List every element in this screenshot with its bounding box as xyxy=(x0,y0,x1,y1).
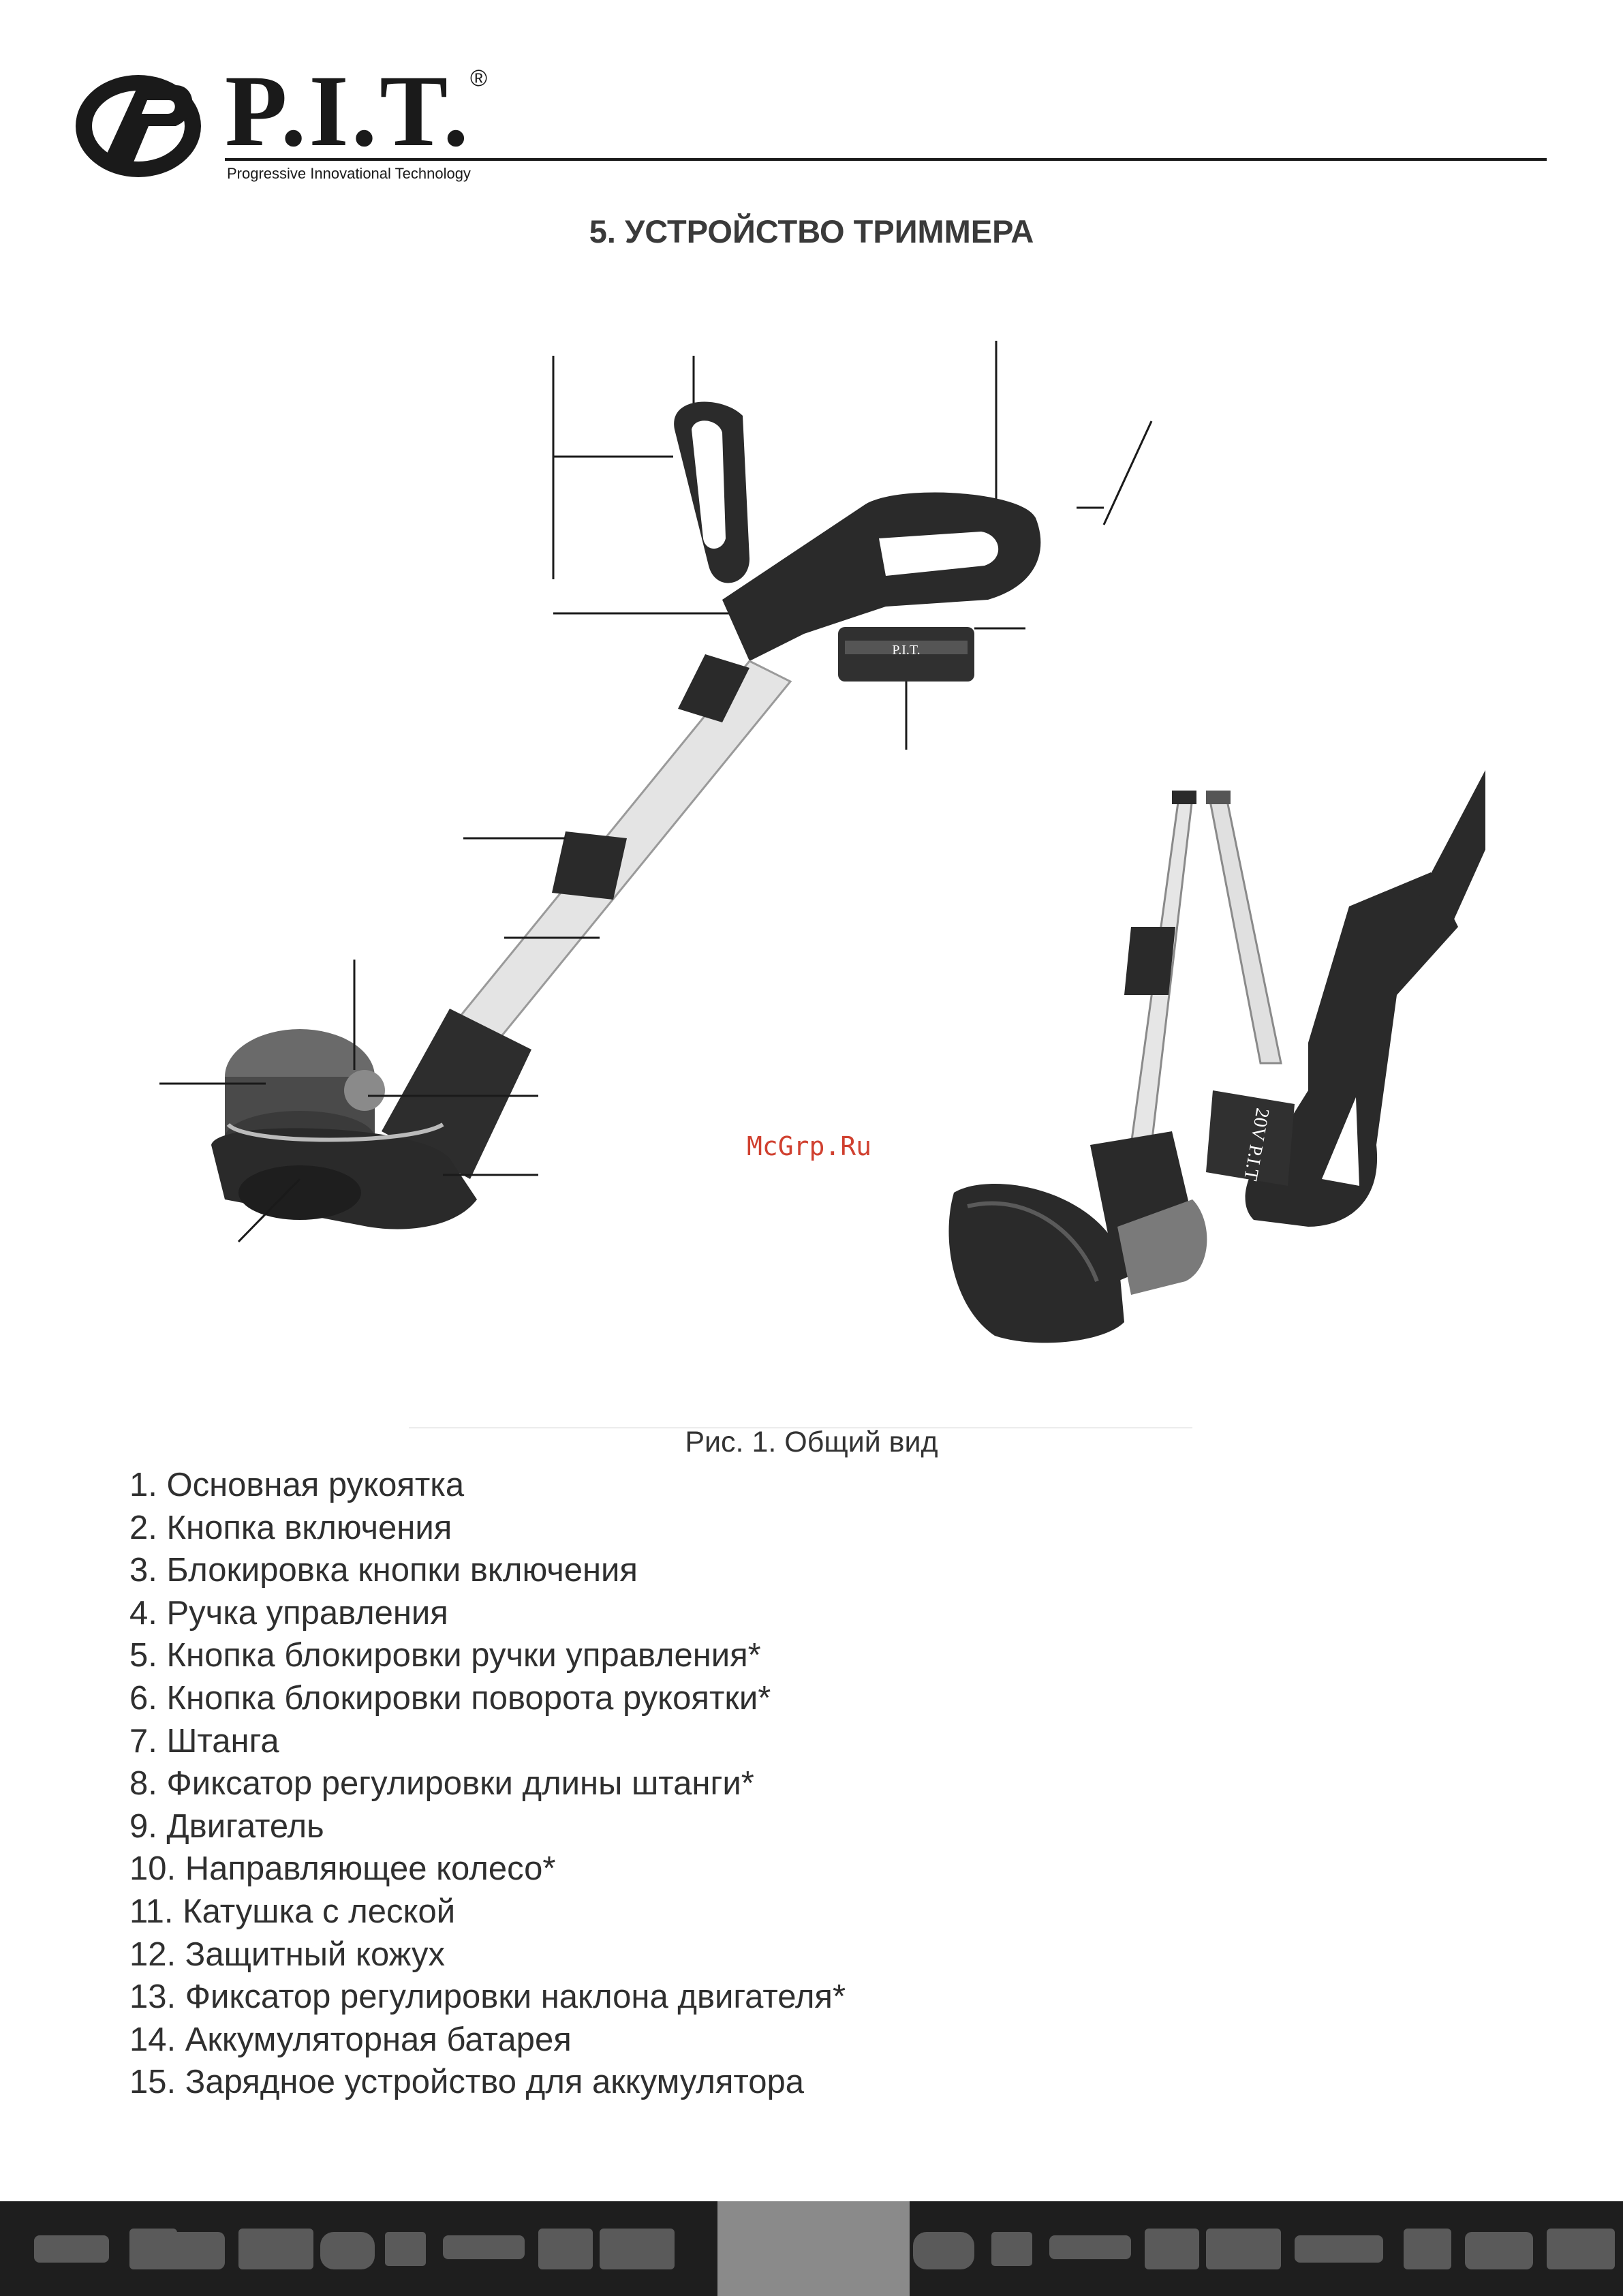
caption-rule xyxy=(409,1427,1192,1428)
trimmer-figure: P.I.T. xyxy=(159,341,1485,1343)
list-item: 14. Аккумуляторная батарея xyxy=(129,2021,572,2058)
list-item: 13. Фиксатор регулировки наклона двигате… xyxy=(129,1978,846,2016)
brand-tagline: Progressive Innovational Technology xyxy=(227,165,471,182)
brand-name: P.I.T. xyxy=(225,55,472,168)
list-item: 7. Штанга xyxy=(129,1722,279,1760)
tool-silhouettes-icon xyxy=(34,2229,1615,2269)
list-item: 1. Основная рукоятка xyxy=(129,1467,465,1503)
list-item: 3. Блокировка кнопки включения xyxy=(129,1552,638,1589)
watermark: McGrp.Ru xyxy=(747,1131,872,1161)
header-rule xyxy=(225,158,1547,161)
list-item: 8. Фиксатор регулировки длины штанги* xyxy=(129,1765,754,1803)
registered-mark: ® xyxy=(470,65,488,91)
trimmer-folded-view: 20V P.I.T. xyxy=(948,770,1485,1343)
footer-page-box xyxy=(717,2201,910,2296)
list-item: 5. Кнопка блокировки ручки управления* xyxy=(129,1637,761,1674)
footer-band xyxy=(0,2201,1623,2296)
list-item: 2. Кнопка включения xyxy=(129,1509,452,1546)
list-item: 4. Ручка управления xyxy=(129,1594,448,1632)
figure-caption: Рис. 1. Общий вид xyxy=(685,1426,938,1458)
list-item: 9. Двигатель xyxy=(129,1807,324,1845)
list-item: 15. Зарядное устройство для аккумулятора xyxy=(129,2064,805,2101)
list-item: 10. Направляющее колесо* xyxy=(129,1850,556,1888)
parts-list: 1. Основная рукоятка 2. Кнопка включения… xyxy=(129,1464,846,2104)
trimmer-main-view: P.I.T. xyxy=(211,401,1041,1229)
list-item: 6. Кнопка блокировки поворота рукоятки* xyxy=(129,1679,771,1717)
list-item: 11. Катушка с леской xyxy=(129,1893,456,1930)
list-item: 12. Защитный кожух xyxy=(129,1935,445,1973)
battery-label: P.I.T. xyxy=(892,643,920,658)
section-title: 5. УСТРОЙСТВО ТРИММЕРА xyxy=(589,213,1034,249)
pit-logo-icon xyxy=(76,75,201,177)
